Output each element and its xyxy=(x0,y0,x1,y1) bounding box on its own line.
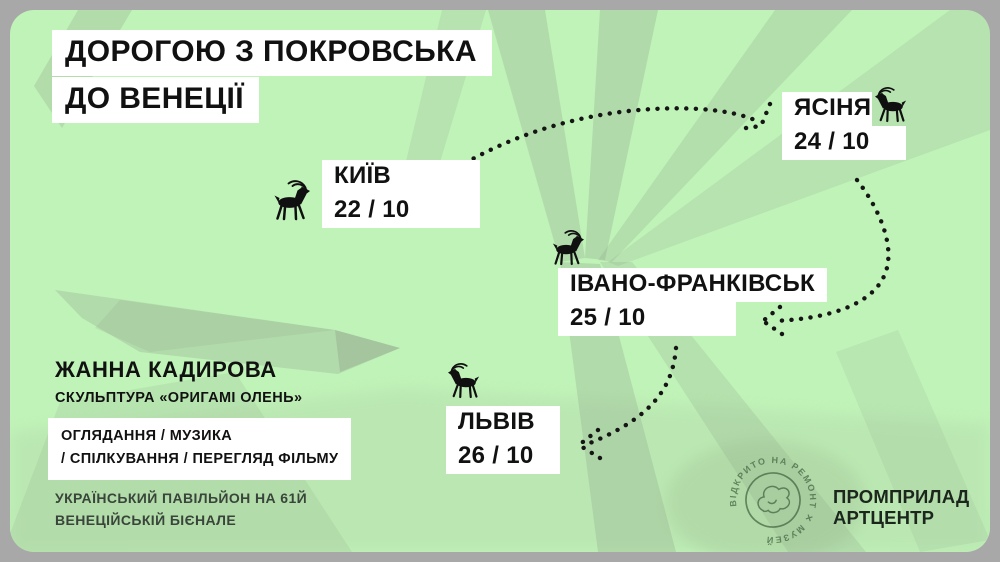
stop-ivano-frankivsk: ІВАНО-ФРАНКІВСЬК 25 / 10 xyxy=(558,268,827,337)
stop-date: 24 / 10 xyxy=(782,126,906,161)
promprylad-line-2: АРТЦЕНТР xyxy=(833,506,935,528)
stop-city: ІВАНО-ФРАНКІВСЬК xyxy=(558,268,827,303)
artist-credit: ЖАННА КАДИРОВА СКУЛЬПТУРА «ОРИГАМІ ОЛЕНЬ… xyxy=(55,357,302,406)
activities-line-2: / СПІЛКУВАННЯ / ПЕРЕГЛЯД ФІЛЬМУ xyxy=(61,451,339,468)
promprylad-line-1: ПРОМПРИЛАД xyxy=(833,486,970,507)
stop-date: 25 / 10 xyxy=(558,302,736,337)
stamp-circle xyxy=(745,472,801,528)
stamp-doodle xyxy=(757,485,791,514)
artwork-title: «ОРИГАМІ ОЛЕНЬ» xyxy=(159,390,303,406)
stop-yasinia: ЯСІНЯ 24 / 10 xyxy=(782,92,906,161)
deer-icon xyxy=(549,227,591,266)
title-line-2: ДО ВЕНЕЦІЇ xyxy=(52,77,259,123)
artwork-label: СКУЛЬПТУРА xyxy=(55,390,160,406)
museum-stamp-logo: ВІДКРИТО НА РЕМОНТ ✕ МУЗЕЙ xyxy=(719,446,827,554)
artwork-line: СКУЛЬПТУРА «ОРИГАМІ ОЛЕНЬ» xyxy=(55,390,302,406)
pavilion-line-2: ВЕНЕЦІЙСЬКІЙ БІЄНАЛЕ xyxy=(55,511,237,528)
poster-title: ДОРОГОЮ З ПОКРОВСЬКА ДО ВЕНЕЦІЇ xyxy=(52,30,492,123)
deer-icon xyxy=(270,177,318,221)
stop-city: КИЇВ xyxy=(322,160,480,195)
promprylad-logo: ПРОМПРИЛАД АРТЦЕНТР xyxy=(833,486,970,528)
pavilion-line-1: УКРАЇНСЬКИЙ ПАВІЛЬЙОН НА 61Й xyxy=(55,490,308,506)
stop-city: ЯСІНЯ xyxy=(782,92,872,127)
artist-name: ЖАННА КАДИРОВА xyxy=(55,357,277,382)
activities-line-1: ОГЛЯДАННЯ / МУЗИКА xyxy=(61,428,233,444)
stamp-text: ВІДКРИТО НА РЕМОНТ ✕ МУЗЕЙ xyxy=(719,446,827,554)
stop-kyiv: КИЇВ 22 / 10 xyxy=(322,160,480,229)
stop-date: 26 / 10 xyxy=(446,440,560,475)
deer-icon xyxy=(441,360,483,399)
pavilion-note: УКРАЇНСЬКИЙ ПАВІЛЬЙОН НА 61Й ВЕНЕЦІЙСЬКІ… xyxy=(55,488,307,531)
stop-lviv: ЛЬВІВ 26 / 10 xyxy=(446,406,560,475)
activities-panel: ОГЛЯДАННЯ / МУЗИКА / СПІЛКУВАННЯ / ПЕРЕГ… xyxy=(48,418,352,481)
stop-city: ЛЬВІВ xyxy=(446,406,560,441)
title-line-1: ДОРОГОЮ З ПОКРОВСЬКА xyxy=(52,30,492,76)
stop-date: 22 / 10 xyxy=(322,194,480,229)
